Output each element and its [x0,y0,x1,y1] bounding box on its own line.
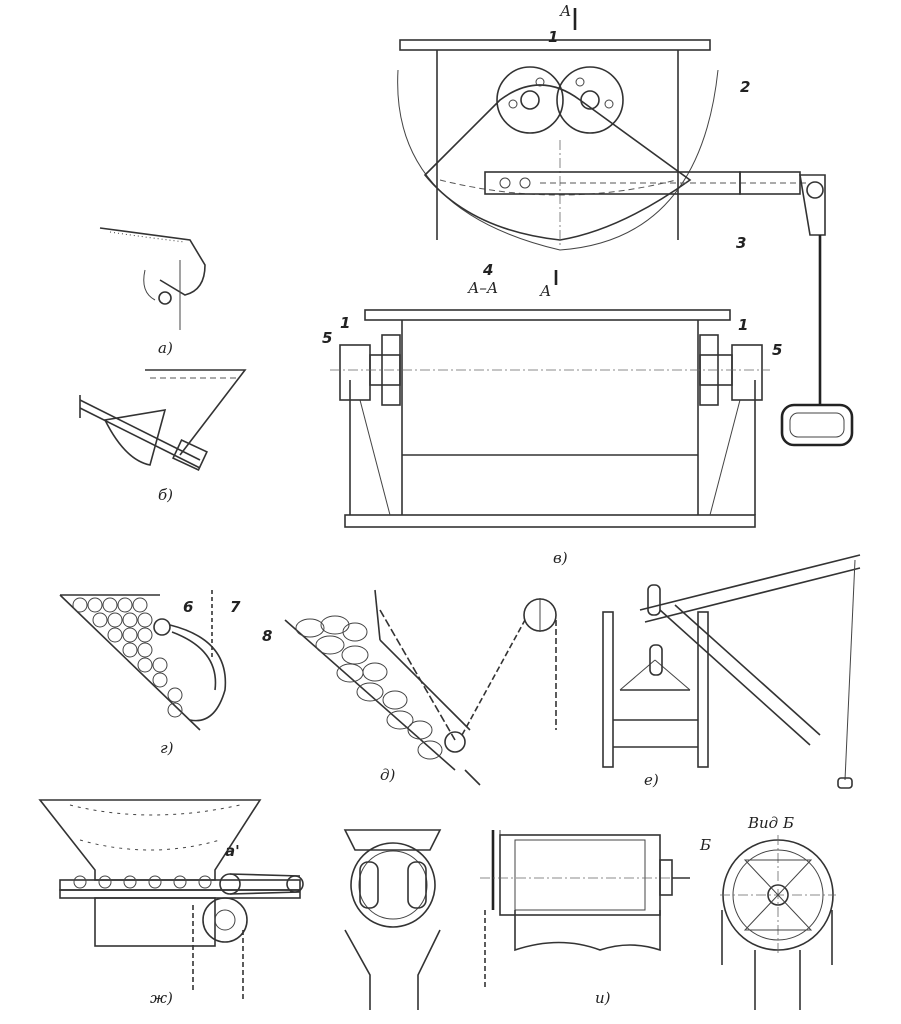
label-a-prime: а' [225,842,240,860]
number-1-left: 1 [340,314,350,332]
section-label-aa: А–А [467,279,498,297]
figure-a-gate [99,227,206,330]
number-1-right: 1 [738,316,748,334]
figure-d-chain-curtain [284,589,557,786]
figure-g-chain-gate [59,590,227,731]
sector-gate-front-view [397,8,854,447]
label-e: е) [644,771,659,789]
label-v: в) [553,549,568,567]
section-label-a-top: А [559,2,571,20]
figure-i-drum-cross-section [343,829,442,1010]
number-1-top: 1 [548,28,558,46]
section-aa-view [330,309,770,528]
number-5-right: 5 [772,341,782,359]
number-7: 7 [230,598,241,616]
label-d: д) [380,766,396,784]
figure-i-view-b [720,835,836,1010]
number-6: 6 [183,598,193,616]
label-b: б) [158,486,173,504]
figure-i-drum-side-view [480,830,690,990]
figure-zh-feeder [38,799,304,1000]
view-b-label: Вид Б [747,814,794,832]
number-2: 2 [740,78,750,96]
figure-e-lever-gate [602,554,861,789]
label-i: и) [595,989,611,1007]
section-label-a-bottom: А [539,282,551,300]
number-4: 4 [482,261,493,279]
label-zh: ж) [150,989,173,1007]
figure-b-gate [79,369,247,472]
label-a: а) [158,339,173,357]
number-8: 8 [262,627,272,645]
number-3: 3 [736,234,746,252]
number-5-left: 5 [322,329,332,347]
label-g: г) [160,739,174,757]
b-arrow-label: Б [699,836,711,854]
